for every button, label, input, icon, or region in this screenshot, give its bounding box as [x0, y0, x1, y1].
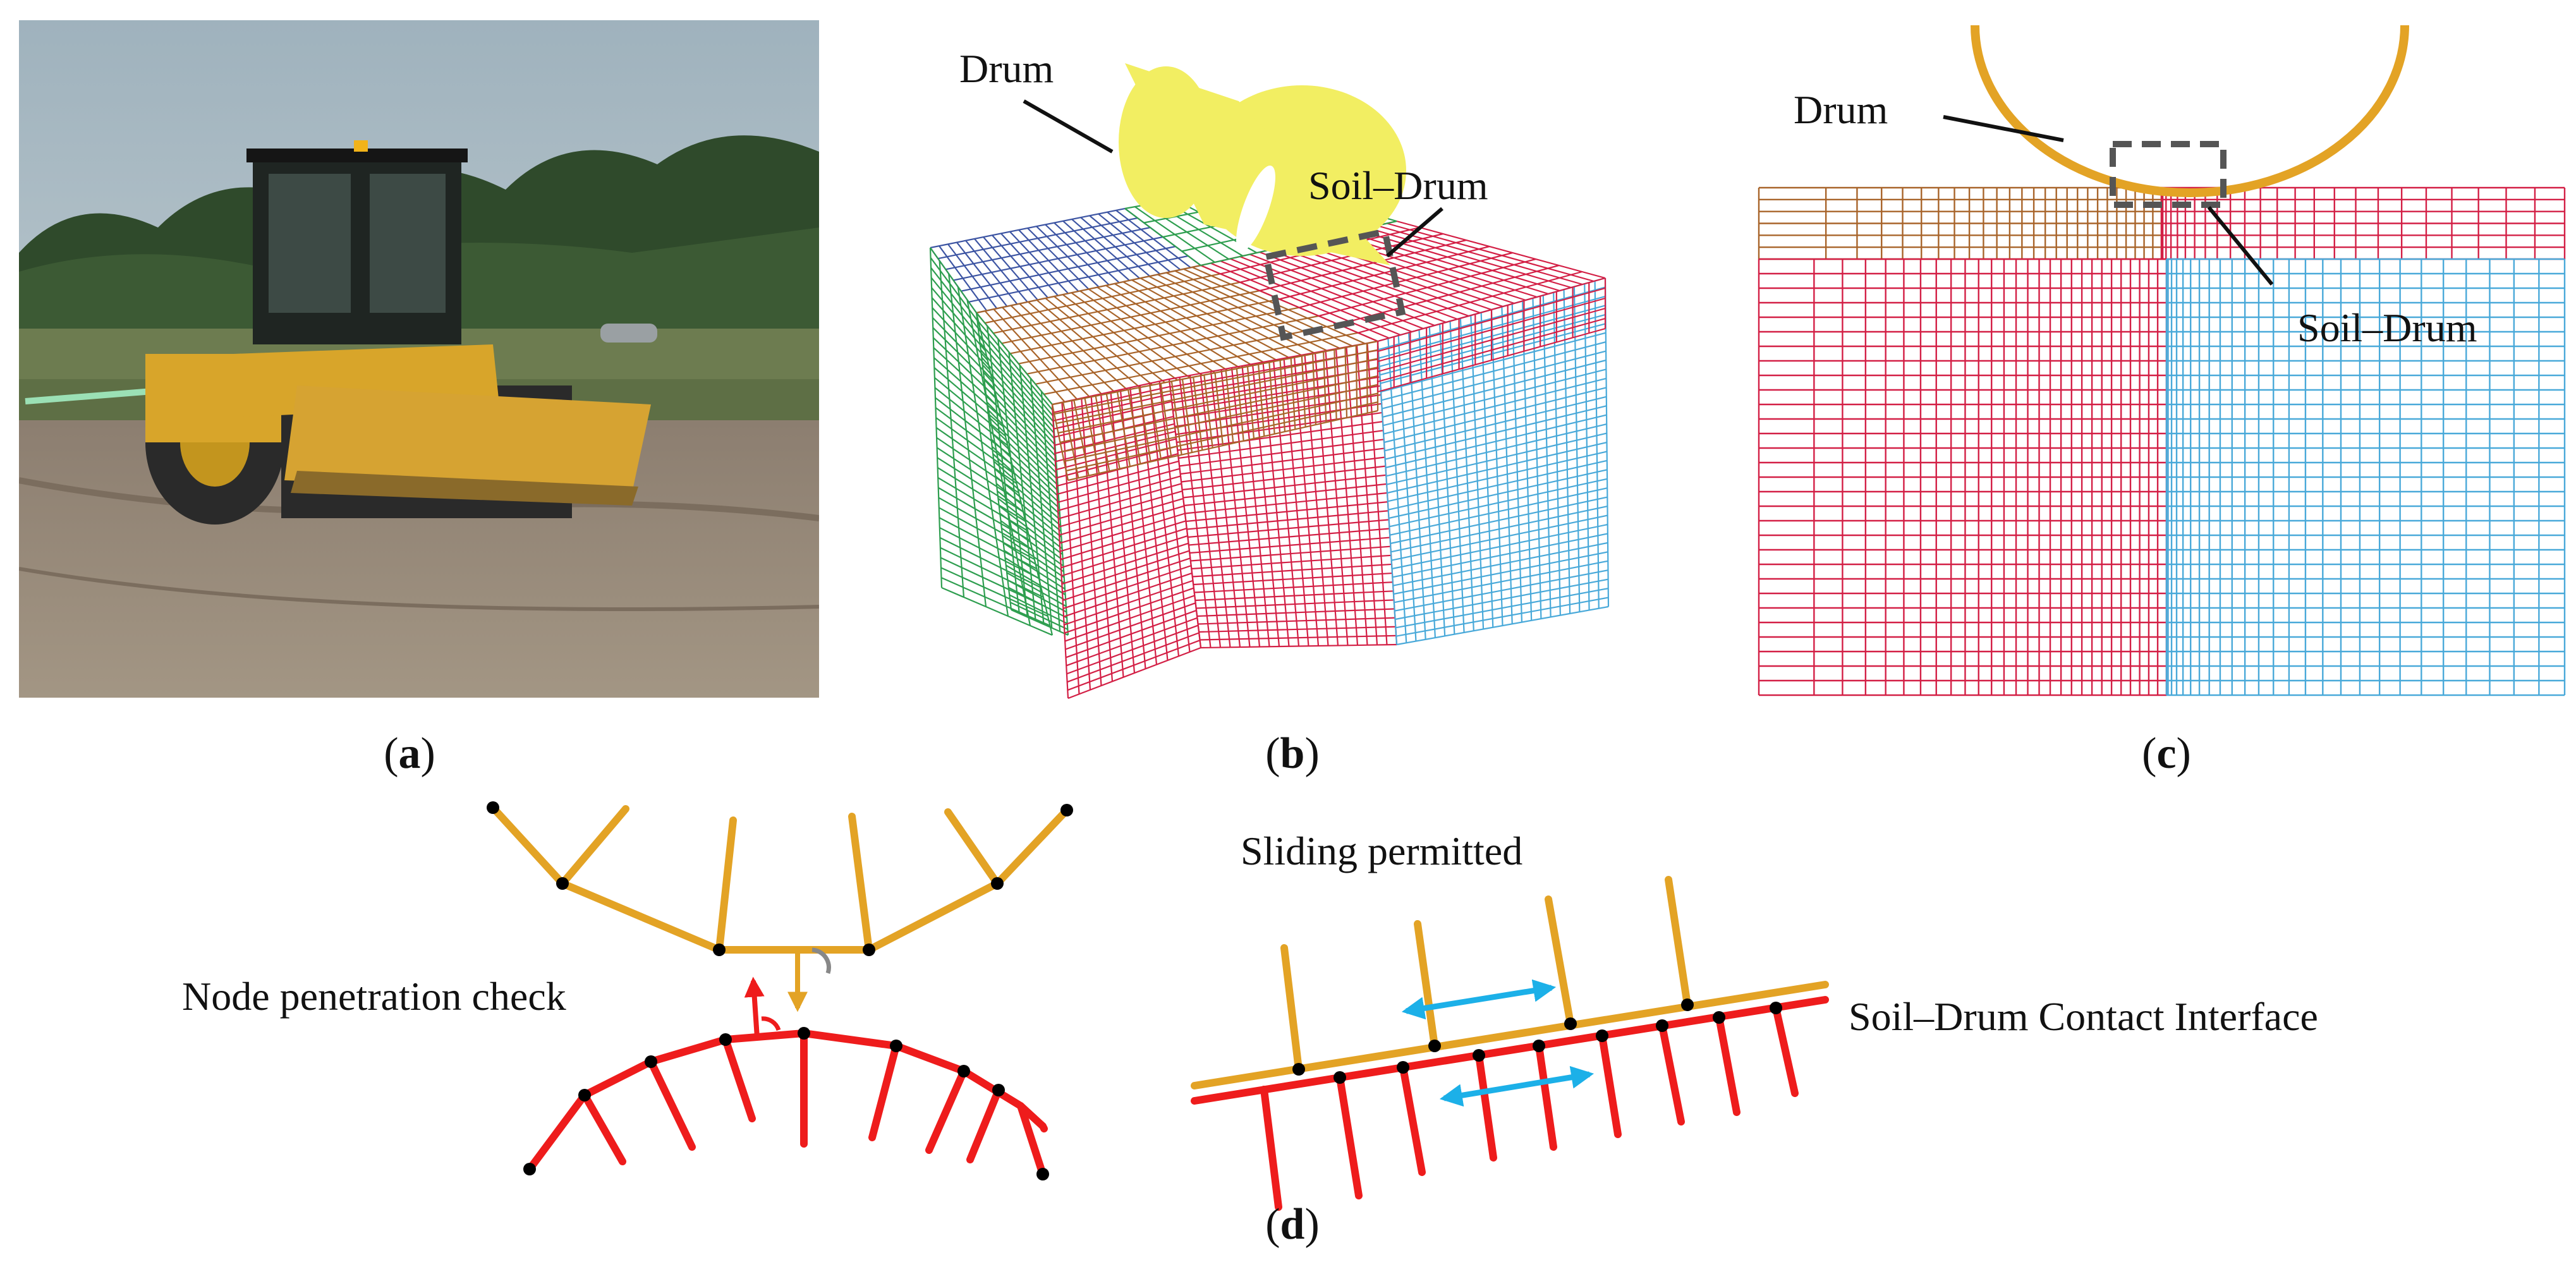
sliding-interface-schematic: Sliding permitted Soil–Drum Contact Inte…	[1191, 828, 2318, 1211]
soil-mesh-2d	[1758, 186, 2566, 696]
mesh-front-cyan	[1376, 277, 1610, 646]
drum-3d	[1119, 63, 1406, 265]
drum-arc	[1971, 25, 2409, 197]
mesh2d-top-brown	[1758, 186, 2163, 260]
mesh-left-green-2	[975, 312, 1069, 636]
photo-panel	[19, 20, 819, 698]
mesh2d-bottom-red	[1758, 258, 2168, 696]
panel-a-label: (a)	[384, 729, 435, 778]
mesh-2d-panel: Drum Soil–Drum	[1758, 25, 2566, 696]
drum-elements-top	[489, 804, 1071, 954]
angle-mark	[811, 947, 831, 974]
soil-elements-bottom	[526, 1029, 1048, 1178]
contact-label-b: Soil–Drum	[1308, 163, 1488, 208]
panel-d-label: (d)	[1265, 1200, 1320, 1249]
contact-label-c: Soil–Drum	[2297, 305, 2477, 350]
car	[600, 324, 657, 343]
drum-element-stems	[1280, 876, 1691, 1073]
drum-label-b: Drum	[959, 46, 1054, 91]
mesh2d-bottom-cyan	[2165, 258, 2566, 696]
soil-mesh-3d	[929, 182, 1610, 700]
contact-box-3d	[1262, 228, 1406, 341]
sliding-arrow-lower	[1439, 1065, 1595, 1107]
mesh-front-red-band	[1376, 277, 1607, 393]
drum-opening	[1236, 165, 1275, 252]
node-penetration-schematic: Node penetration check	[182, 801, 1073, 1180]
mesh-top-brown	[976, 264, 1378, 406]
drum-label-c: Drum	[1794, 87, 1888, 132]
panel-b-label: (b)	[1265, 729, 1320, 778]
interface-label: Soil–Drum Contact Interface	[1849, 994, 2318, 1039]
sliding-arrow-upper	[1401, 979, 1557, 1020]
soil-element-stems	[1260, 1004, 1799, 1211]
normal-arrow-up	[744, 976, 765, 1038]
roller-compactor	[145, 140, 651, 525]
contact-leader-line	[1386, 207, 1443, 258]
drum-leader-line	[1023, 99, 1114, 154]
panel-c-label: (c)	[2142, 729, 2191, 778]
sliding-label: Sliding permitted	[1241, 828, 1522, 873]
penetration-label: Node penetration check	[182, 974, 566, 1019]
contact-leader-line-c	[2207, 206, 2274, 286]
nodes-right	[1292, 998, 1782, 1084]
mesh-3d-panel: Drum Soil–Drum	[929, 46, 1610, 700]
beacon-light	[354, 140, 368, 152]
drum-leader-line-c	[1943, 115, 2064, 142]
blade	[284, 385, 651, 493]
nodes-left	[487, 801, 1073, 1180]
